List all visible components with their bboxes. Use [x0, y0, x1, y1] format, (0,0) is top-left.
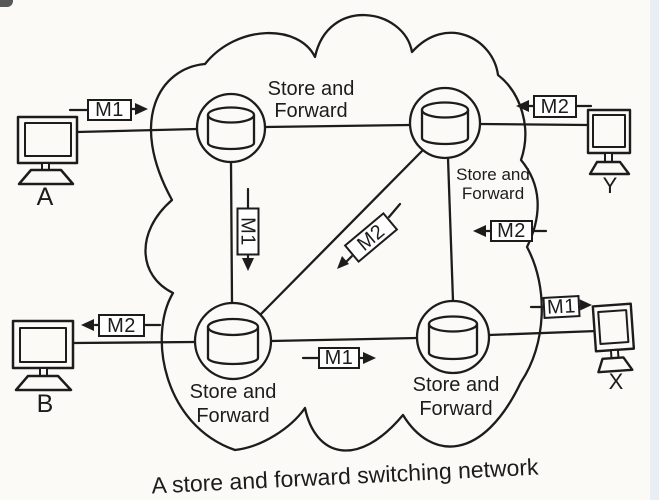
link-topright-to-bottomleft-diagonal: [259, 149, 424, 316]
node-label-bottom-left: Store and Forward: [175, 380, 291, 428]
switch-node-top-right: [408, 86, 482, 160]
host-label-y: Y: [602, 173, 618, 198]
node-label-line2: Forward: [419, 398, 493, 420]
link-host-b-to-node: [71, 340, 197, 345]
arrowhead-left-icon: [516, 100, 529, 112]
arrowhead-left-icon: [473, 225, 486, 237]
arrowhead-right-icon: [579, 299, 592, 311]
node-label-line2: Forward: [274, 100, 348, 122]
node-label-line1: Store and: [189, 381, 277, 403]
node-label-bottom-right: Store and Forward: [400, 373, 512, 421]
node-label-line1: Store and: [412, 374, 500, 396]
message-arrowheads: [81, 100, 592, 364]
message-tag-m2-inner-right: M2: [490, 220, 533, 242]
node-label-line1: Store and: [267, 78, 355, 100]
switch-node-bottom-left: [193, 301, 273, 381]
node-label-line2: Forward: [196, 405, 270, 427]
m2-diagonal-stub: [344, 202, 402, 264]
link-topleft-to-bottomleft: [229, 160, 234, 305]
computer-a-icon: [16, 115, 79, 186]
switch-node-bottom-right: [415, 299, 491, 375]
database-cylinder-icon: [420, 101, 470, 146]
network-links: [71, 122, 599, 345]
node-label-top-left: Store and Forward: [252, 78, 370, 122]
arrowhead-right-icon: [135, 103, 148, 115]
link-host-y-to-node: [478, 122, 590, 127]
message-tag-m2-from-y: M2: [533, 95, 577, 118]
host-label-x: X: [608, 369, 624, 394]
computer-b-icon: [11, 319, 75, 392]
link-topright-to-bottomright: [446, 156, 455, 303]
computer-y-icon: [586, 108, 632, 176]
node-label-top-right: Store and Forward: [438, 165, 548, 203]
host-label-a: A: [36, 183, 54, 211]
node-label-line2: Forward: [461, 184, 525, 203]
message-tag-m1-to-x: M1: [542, 295, 581, 319]
arrowhead-left-icon: [81, 319, 94, 331]
link-bottomleft-to-bottomright: [269, 336, 419, 343]
switch-node-top-left: [195, 92, 267, 164]
link-host-a-to-node: [75, 127, 199, 134]
scan-corner-artifact: [0, 0, 13, 7]
arrowhead-right-icon: [363, 352, 376, 364]
link-topleft-to-topright: [263, 123, 412, 129]
message-tag-m2-to-b: M2: [98, 314, 145, 337]
message-tag-m1-bottom: M1: [318, 347, 360, 369]
database-cylinder-icon: [206, 317, 260, 366]
computer-x-icon: [591, 302, 636, 374]
host-label-b: B: [36, 390, 54, 418]
message-tag-m1-vertical: M1: [236, 207, 260, 256]
link-node-to-host-x: [487, 329, 599, 337]
scan-edge-artifact: [650, 0, 659, 500]
arrowhead-down-icon: [242, 258, 254, 271]
node-label-line1: Store and: [456, 165, 530, 184]
arrowhead-downleft-icon: [337, 256, 349, 269]
message-tag-m1-from-a: M1: [87, 99, 132, 121]
database-cylinder-icon: [206, 106, 256, 151]
database-cylinder-icon: [427, 315, 479, 361]
